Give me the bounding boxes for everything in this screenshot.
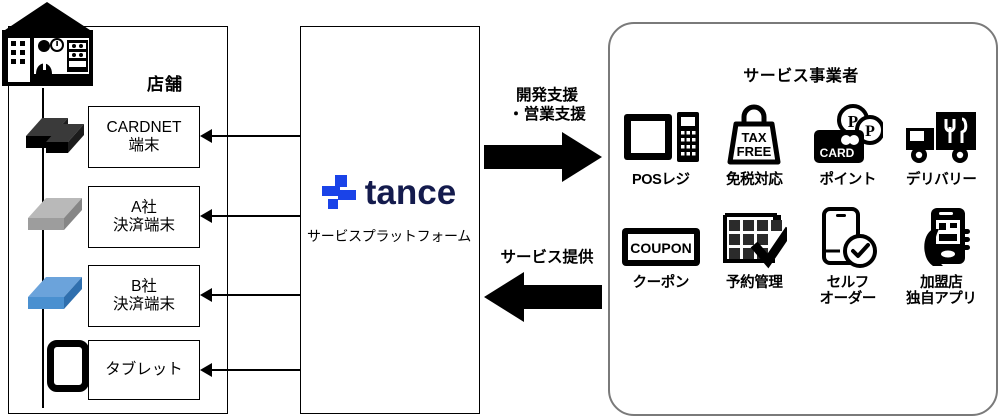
reservation-calendar-icon bbox=[721, 203, 788, 269]
device-label-line2: 決済端末 bbox=[112, 296, 175, 313]
connector-arrowhead-company-b bbox=[200, 288, 212, 302]
connector-line-tablet bbox=[212, 369, 302, 371]
device-box-company-b[interactable]: B社 決済端末 bbox=[88, 265, 200, 327]
connector-line-company-a bbox=[212, 215, 302, 217]
tablet-icon bbox=[47, 340, 89, 392]
flow-arrow-from-providers bbox=[484, 272, 602, 327]
member-store-app-icon bbox=[911, 203, 971, 269]
service-item-pos[interactable]: POSレジ bbox=[614, 100, 708, 189]
delivery-truck-icon bbox=[904, 100, 978, 166]
tance-wordmark: tance bbox=[364, 172, 457, 212]
coupon-icon: COUPON bbox=[620, 203, 702, 269]
device-label-line1: B社 bbox=[131, 277, 157, 295]
svg-text:CARD: CARD bbox=[819, 146, 854, 160]
platform-branding: tance サービスプラットフォーム bbox=[300, 170, 478, 246]
service-label: クーポン bbox=[632, 274, 690, 291]
terminal-black-icon bbox=[22, 108, 84, 167]
store-icon-connector bbox=[42, 88, 44, 408]
terminal-gray-icon bbox=[26, 192, 84, 243]
device-box-tablet[interactable]: タブレット bbox=[88, 340, 200, 400]
service-label: 予約管理 bbox=[726, 274, 783, 291]
terminal-blue-icon bbox=[26, 271, 84, 322]
service-label: ポイント bbox=[819, 172, 877, 188]
connector-arrowhead-cardnet bbox=[200, 129, 212, 143]
tax-free-bag-icon: TAX FREE bbox=[723, 100, 785, 166]
pos-register-icon bbox=[623, 100, 699, 166]
platform-panel bbox=[300, 26, 480, 414]
device-label-line1: タブレット bbox=[105, 360, 183, 378]
flow-label-to-providers: 開発支援 ・営業支援 bbox=[492, 86, 602, 125]
service-item-self-order[interactable]: セルフ オーダー bbox=[801, 203, 895, 308]
service-label: 加盟店 独自アプリ bbox=[906, 274, 977, 308]
flow-arrow-to-providers bbox=[484, 132, 602, 187]
connector-line-cardnet bbox=[212, 135, 302, 137]
service-label: 免税対応 bbox=[726, 172, 783, 188]
store-title: 店舗 bbox=[147, 75, 183, 94]
flow-label-from-providers: サービス提供 bbox=[492, 245, 602, 267]
device-label-line2: 決済端末 bbox=[112, 217, 175, 234]
service-item-coupon[interactable]: COUPON クーポン bbox=[614, 203, 708, 308]
storefront-icon bbox=[0, 0, 95, 90]
service-item-tax-free[interactable]: TAX FREE 免税対応 bbox=[708, 100, 802, 189]
svg-text:P: P bbox=[865, 123, 875, 140]
device-label-line1: CARDNET bbox=[106, 118, 182, 136]
platform-subtitle: サービスプラットフォーム bbox=[307, 228, 471, 244]
service-label: セルフ オーダー bbox=[819, 274, 877, 308]
svg-text:FREE: FREE bbox=[737, 144, 772, 159]
service-label: POSレジ bbox=[631, 172, 690, 188]
service-item-delivery[interactable]: デリバリー bbox=[895, 100, 989, 189]
svg-text:TAX: TAX bbox=[742, 130, 767, 145]
device-box-company-a[interactable]: A社 決済端末 bbox=[88, 186, 200, 248]
device-label-line2: 端末 bbox=[128, 137, 160, 154]
self-order-phone-icon bbox=[818, 203, 878, 269]
service-label: デリバリー bbox=[906, 172, 977, 188]
flow-label-line2: ・営業支援 bbox=[508, 106, 586, 124]
svg-text:P: P bbox=[848, 112, 858, 131]
device-box-cardnet[interactable]: CARDNET 端末 bbox=[88, 106, 200, 168]
service-item-reservation[interactable]: 予約管理 bbox=[708, 203, 802, 308]
service-item-point[interactable]: P P CARD ポイント bbox=[801, 100, 895, 189]
point-card-icon: P P CARD bbox=[813, 100, 883, 166]
service-providers-title: サービス事業者 bbox=[743, 68, 859, 85]
connector-arrowhead-tablet bbox=[200, 363, 212, 377]
svg-text:COUPON: COUPON bbox=[630, 240, 691, 256]
service-grid: POSレジ TAX FREE 免税対応 P P CARD ポイント bbox=[614, 100, 988, 308]
flow-label-line1: サービス提供 bbox=[500, 249, 594, 266]
flow-label-line1: 開発支援 bbox=[515, 87, 578, 104]
tance-logo-mark bbox=[321, 175, 356, 209]
device-label-line1: A社 bbox=[131, 198, 157, 216]
connector-arrowhead-company-a bbox=[200, 209, 212, 223]
connector-line-company-b bbox=[212, 294, 302, 296]
service-item-member-app[interactable]: 加盟店 独自アプリ bbox=[895, 203, 989, 308]
